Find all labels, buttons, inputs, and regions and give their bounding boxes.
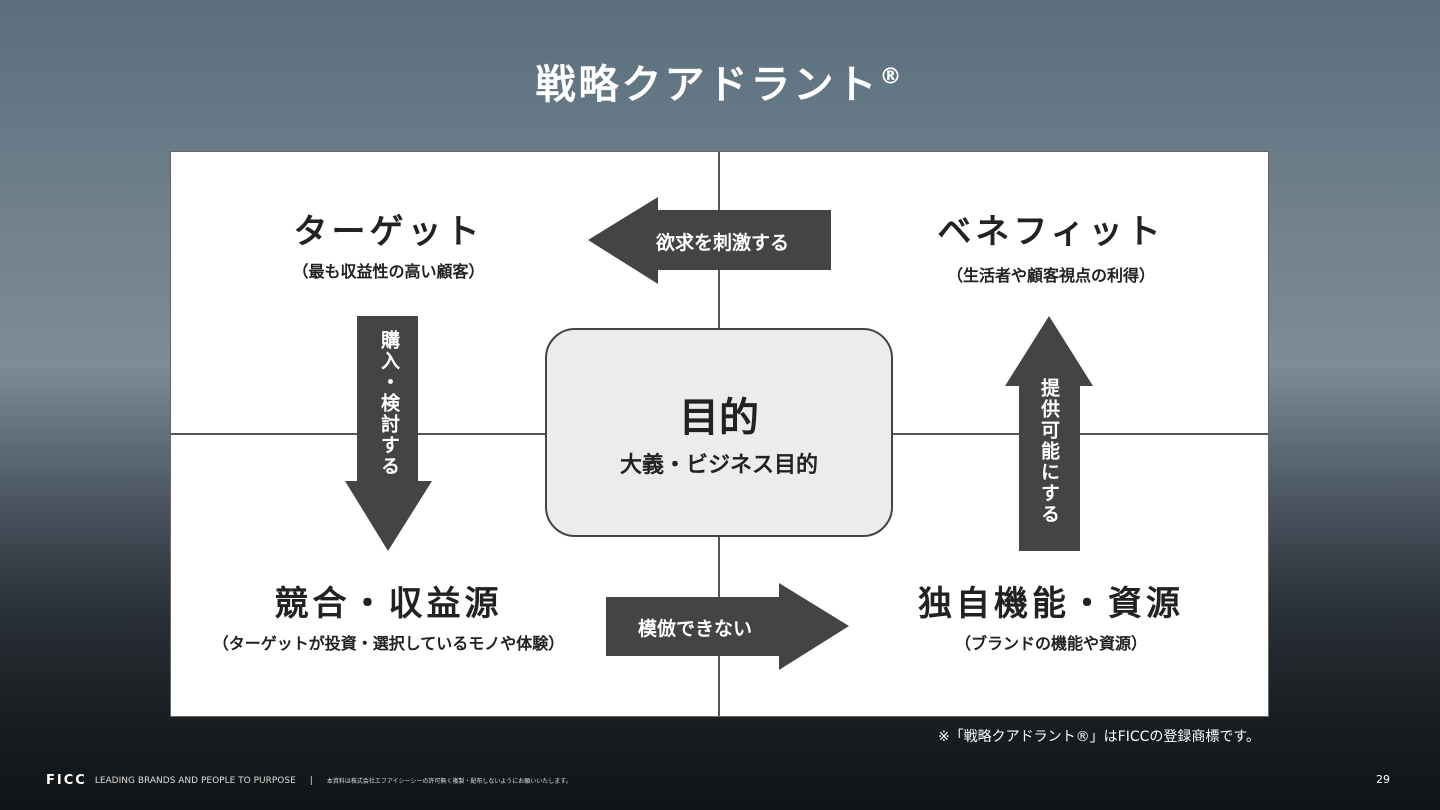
unique-heading: 独自機能・資源 xyxy=(918,584,1184,624)
footer-notice: 本資料は株式会社エフアイシーシーの許可無く複製・配布しないようにお願いいたします… xyxy=(326,778,572,785)
unique-sub: （ブランドの機能や資源） xyxy=(954,634,1147,653)
competition-heading: 競合・収益源 xyxy=(274,584,503,624)
arrow-up-label: 提供可能にする xyxy=(1038,378,1060,525)
arrow-up-icon xyxy=(1005,316,1093,551)
purpose-sub: 大義・ビジネス目的 xyxy=(619,453,818,478)
slide-title: 戦略クアドラント® xyxy=(0,52,1440,110)
trademark-note: ※「戦略クアドラント®」はFICCの登録商標です。 xyxy=(937,729,1260,745)
benefit-sub: （生活者や顧客視点の利得） xyxy=(946,266,1155,285)
target-sub: （最も収益性の高い顧客） xyxy=(292,262,485,281)
page-number: 29 xyxy=(1376,773,1390,786)
target-heading: ターゲット xyxy=(293,212,484,252)
arrow-down-label: 購入・検討する xyxy=(378,330,400,477)
arrow-left-label: 欲求を刺激する xyxy=(656,232,790,254)
purpose-box: 目的 大義・ビジネス目的 xyxy=(545,328,893,537)
registered-mark: ® xyxy=(879,64,905,90)
arrow-left-icon xyxy=(588,197,831,284)
benefit-heading: ベネフィット xyxy=(937,212,1165,252)
arrow-down-icon xyxy=(345,316,432,551)
title-text: 戦略クアドラント xyxy=(535,62,880,108)
footer-tagline: LEADING BRANDS AND PEOPLE TO PURPOSE xyxy=(94,775,296,786)
competition-sub: （ターゲットが投資・選択しているモノや体験） xyxy=(212,634,565,653)
arrow-right-icon xyxy=(606,583,849,670)
arrow-right-label: 模倣できない xyxy=(638,618,753,640)
footer-separator: | xyxy=(309,775,313,786)
footer: FICC LEADING BRANDS AND PEOPLE TO PURPOS… xyxy=(46,773,572,788)
ficc-logo: FICC xyxy=(46,773,87,788)
purpose-main: 目的 xyxy=(679,395,759,441)
